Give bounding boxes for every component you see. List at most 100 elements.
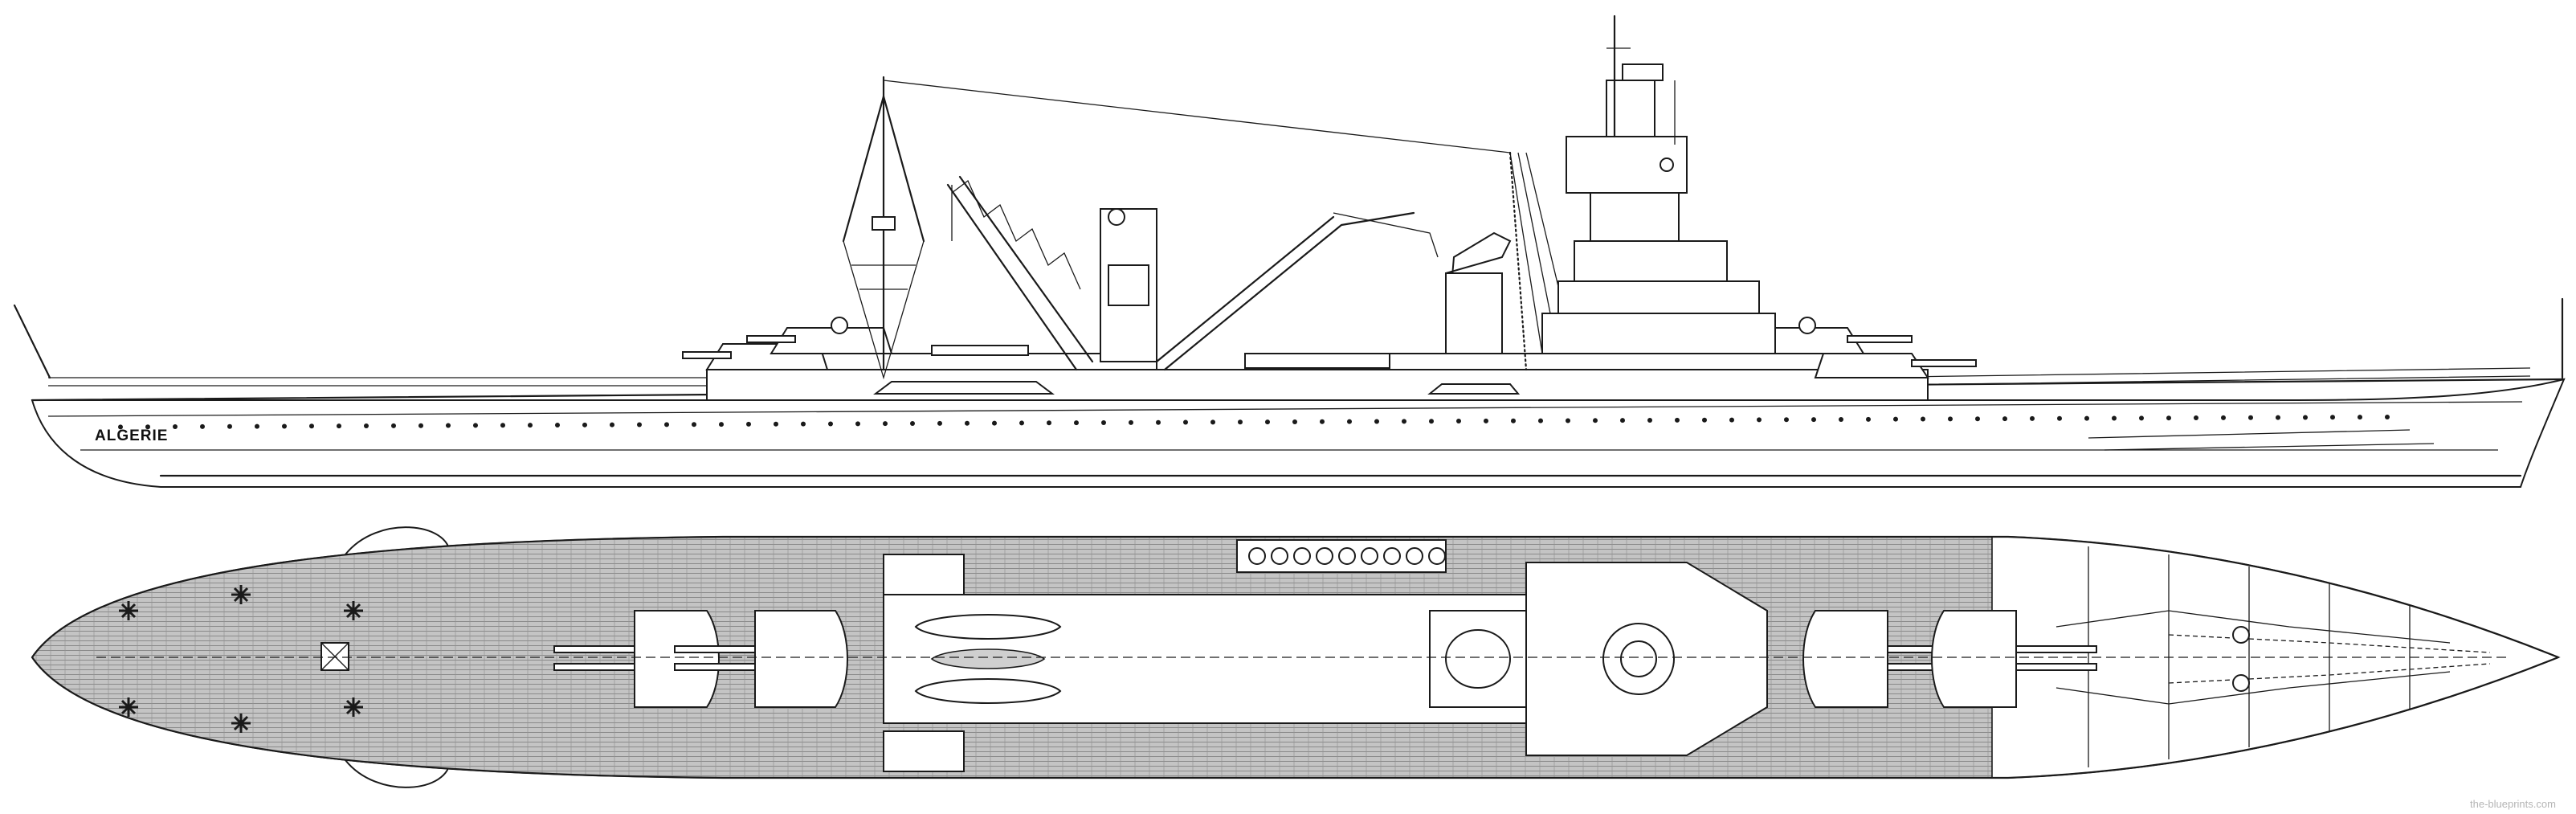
scuttle <box>2276 415 2280 420</box>
scuttle <box>1948 416 1953 422</box>
main-mast <box>842 76 925 380</box>
deck-fitting <box>344 697 363 717</box>
deck-fitting <box>231 585 251 604</box>
scuttle <box>2084 415 2089 421</box>
bridge-tower <box>831 14 1816 371</box>
scuttle <box>337 423 341 429</box>
scuttle <box>692 422 696 427</box>
searchlight <box>1361 547 1378 565</box>
scuttle <box>118 424 123 430</box>
scuttle <box>1374 419 1379 424</box>
scuttle <box>1292 419 1297 424</box>
scuttle <box>1347 419 1352 424</box>
scuttle <box>2112 415 2117 421</box>
scuttle <box>774 421 778 427</box>
scuttle <box>2221 415 2226 420</box>
scuttle <box>2166 415 2171 421</box>
deck-fitting <box>119 601 138 620</box>
scuttle <box>2030 415 2035 421</box>
scuttle <box>1866 416 1871 422</box>
scuttle <box>1975 416 1980 422</box>
scuttle <box>1538 418 1543 423</box>
plan-view <box>31 526 2561 788</box>
scuttle <box>1729 417 1734 423</box>
scuttle <box>1702 417 1707 423</box>
searchlight <box>1293 547 1311 565</box>
scuttle <box>173 424 178 430</box>
scuttle <box>937 420 942 426</box>
scuttle <box>855 421 860 427</box>
scuttle <box>1784 417 1789 423</box>
fwd-turret-2 <box>1749 327 1913 354</box>
searchlight <box>1271 547 1288 565</box>
scuttle <box>2303 415 2308 420</box>
profile-view: ALGERIE <box>13 14 2566 488</box>
searchlight <box>1383 547 1401 565</box>
scuttle <box>992 420 997 426</box>
scuttle <box>1429 419 1434 424</box>
aircraft-crane <box>946 175 1439 371</box>
scuttle <box>1210 419 1215 425</box>
scuttle <box>446 423 451 428</box>
scuttle <box>309 423 314 429</box>
scuttle <box>1238 419 1243 425</box>
scuttle <box>1074 420 1079 426</box>
deck-fittings <box>119 585 363 733</box>
scuttle <box>2139 415 2144 421</box>
scuttle <box>473 423 478 428</box>
scuttle <box>801 421 806 427</box>
scuttle <box>1456 419 1461 424</box>
deck-fitting <box>231 714 251 733</box>
scuttle <box>1183 419 1188 425</box>
scuttle <box>364 423 369 429</box>
scuttle <box>883 421 888 427</box>
scuttle <box>2330 415 2335 420</box>
fwd-turret-1 <box>1814 353 1977 378</box>
scuttle <box>2194 415 2198 421</box>
scuttle <box>1101 419 1106 425</box>
scuttle <box>610 422 614 427</box>
scuttle <box>965 420 970 426</box>
scuttle <box>391 423 396 428</box>
scuttle <box>582 422 587 427</box>
scuttle <box>1156 419 1161 425</box>
scuttle <box>528 423 533 428</box>
searchlight <box>1406 547 1423 565</box>
scuttle <box>1675 417 1680 423</box>
scuttle <box>282 423 287 429</box>
scuttle <box>1511 418 1516 423</box>
scuttle <box>555 422 560 427</box>
searchlight-row <box>1248 547 1446 565</box>
scuttle-row <box>118 414 2390 430</box>
scuttle <box>828 421 833 427</box>
scuttle <box>2057 415 2062 421</box>
scuttle <box>1047 420 1051 426</box>
scuttle <box>227 423 232 429</box>
scuttle <box>418 423 423 428</box>
scuttle <box>1811 417 1816 423</box>
searchlight <box>1428 547 1446 565</box>
scuttle <box>1839 416 1843 422</box>
deck-fitting <box>344 601 363 620</box>
scuttle <box>910 421 915 427</box>
scuttle <box>1593 418 1598 423</box>
scuttle <box>719 422 724 427</box>
scuttle <box>2002 416 2007 422</box>
scuttle <box>1893 416 1898 422</box>
scuttle <box>746 421 751 427</box>
scuttle <box>664 422 669 427</box>
scuttle <box>145 424 150 430</box>
watermark-credit: the-blueprints.com <box>2470 798 2556 810</box>
turret-plan-aft-1 <box>674 610 848 708</box>
funnel <box>1445 231 1512 354</box>
scuttle <box>2385 414 2390 419</box>
scuttle <box>1647 418 1652 423</box>
scuttle <box>1921 416 1925 422</box>
searchlight <box>1338 547 1356 565</box>
hull-name-label: ALGERIE <box>95 427 168 444</box>
scuttle <box>1620 418 1625 423</box>
scuttle <box>2358 415 2362 420</box>
scuttle <box>1566 418 1570 423</box>
scuttle <box>1019 420 1024 426</box>
